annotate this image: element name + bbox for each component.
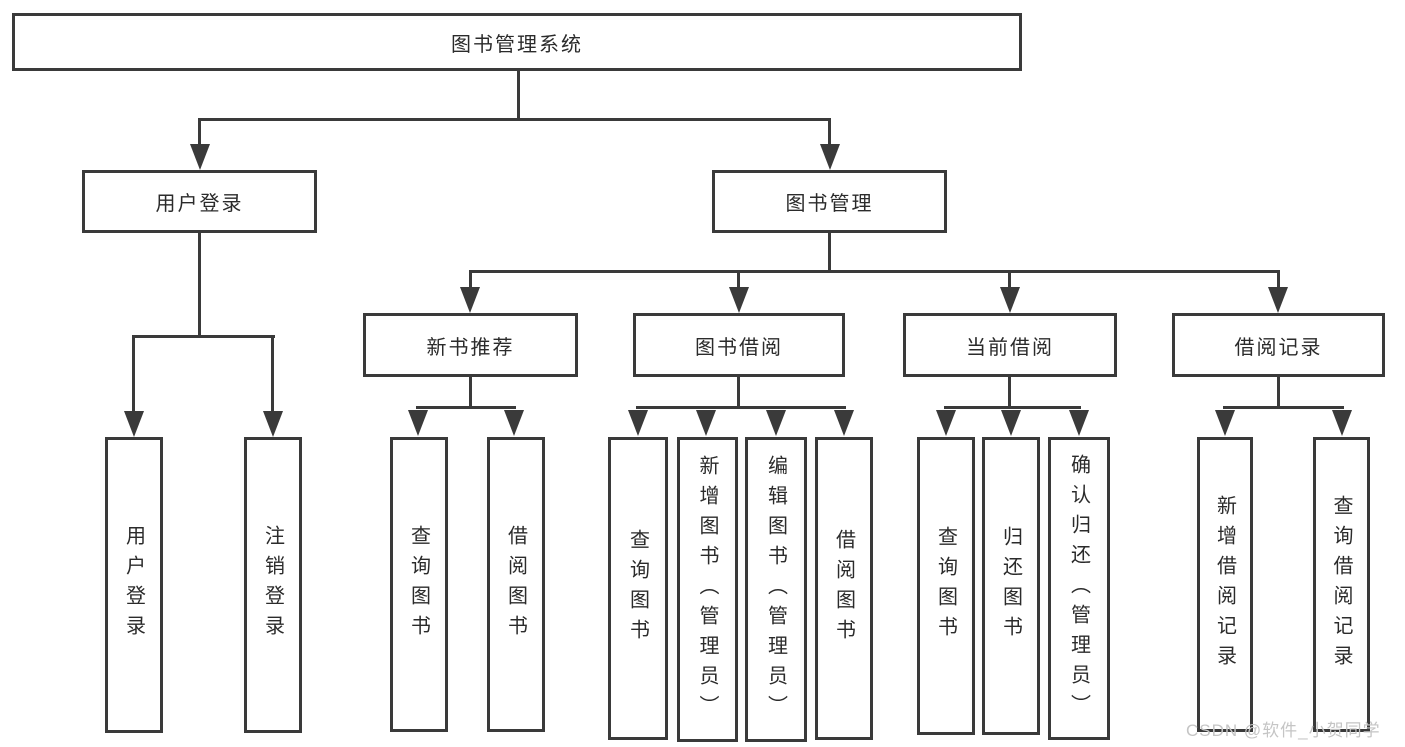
arrow-down-icon	[628, 410, 648, 436]
connector-line	[416, 406, 516, 409]
leaf-label: 借阅图书	[832, 528, 855, 649]
leaf-borrow-books-recommend: 借阅图书	[487, 437, 545, 732]
node-label: 图书管理	[785, 193, 874, 215]
arrow-down-icon	[1000, 287, 1020, 313]
leaf-confirm-return-admin: 确认归还（管理员）	[1048, 437, 1110, 740]
leaf-label: 查询图书	[934, 526, 957, 646]
connector-line	[828, 118, 831, 148]
arrow-down-icon	[936, 410, 956, 436]
node-label: 图书借阅	[695, 336, 783, 359]
watermark: CSDN @软件_小贺同学	[1186, 721, 1381, 740]
arrow-down-icon	[124, 411, 144, 437]
connector-line	[469, 377, 472, 409]
connector-line	[1277, 377, 1280, 409]
arrow-down-icon	[834, 410, 854, 436]
node-library-management-system: 图书管理系统	[12, 13, 1022, 71]
node-user-login: 用户登录	[82, 170, 317, 233]
arrow-down-icon	[504, 410, 524, 436]
leaf-add-books-admin: 新增图书（管理员）	[677, 437, 738, 742]
arrow-down-icon	[820, 144, 840, 170]
leaf-add-borrow-record: 新增借阅记录	[1197, 437, 1253, 732]
leaf-query-books-current: 查询图书	[917, 437, 975, 735]
connector-line	[517, 70, 520, 118]
arrow-down-icon	[696, 410, 716, 436]
leaf-label: 查询图书	[407, 524, 430, 645]
leaf-query-borrow-record: 查询借阅记录	[1313, 437, 1370, 732]
connector-line	[737, 270, 740, 287]
leaf-user-login: 用户登录	[105, 437, 163, 733]
connector-line	[198, 233, 201, 335]
leaf-label: 编辑图书（管理员）	[764, 454, 787, 725]
leaf-query-books-borrowing: 查询图书	[608, 437, 668, 740]
node-label: 新书推荐	[426, 336, 515, 359]
arrow-down-icon	[190, 144, 210, 170]
connector-line	[469, 270, 1280, 273]
connector-line	[1223, 406, 1344, 409]
connector-line	[944, 406, 1081, 409]
connector-line	[828, 233, 831, 273]
arrow-down-icon	[263, 411, 283, 437]
leaf-label: 用户登录	[122, 525, 145, 645]
node-label: 借阅记录	[1234, 336, 1323, 359]
leaf-label: 新增图书（管理员）	[696, 454, 718, 725]
arrow-down-icon	[1215, 410, 1235, 436]
arrow-down-icon	[766, 410, 786, 436]
connector-line	[271, 335, 274, 411]
leaf-label: 借阅图书	[504, 524, 527, 645]
leaf-label: 查询图书	[626, 528, 649, 649]
connector-line	[198, 118, 201, 148]
leaf-label: 查询借阅记录	[1330, 494, 1352, 675]
node-new-book-recommend: 新书推荐	[363, 313, 578, 377]
node-label: 图书管理系统	[451, 33, 583, 56]
node-current-borrowing: 当前借阅	[903, 313, 1117, 377]
node-book-management: 图书管理	[712, 170, 947, 233]
leaf-label: 注销登录	[261, 525, 284, 645]
connector-line	[1008, 377, 1011, 409]
connector-line	[132, 335, 135, 411]
arrow-down-icon	[1069, 410, 1089, 436]
leaf-label: 归还图书	[999, 526, 1022, 646]
arrow-down-icon	[729, 287, 749, 313]
connector-line	[469, 270, 472, 287]
leaf-label: 新增借阅记录	[1213, 494, 1236, 675]
leaf-label: 确认归还（管理员）	[1067, 453, 1090, 724]
leaf-edit-books-admin: 编辑图书（管理员）	[745, 437, 807, 742]
node-borrowing-records: 借阅记录	[1172, 313, 1385, 377]
connector-line	[737, 377, 740, 409]
connector-line	[1008, 270, 1011, 287]
arrow-down-icon	[408, 410, 428, 436]
node-book-borrowing: 图书借阅	[633, 313, 845, 377]
leaf-logout: 注销登录	[244, 437, 302, 733]
connector-line	[132, 335, 275, 338]
node-label: 当前借阅	[966, 336, 1054, 359]
arrow-down-icon	[1268, 287, 1288, 313]
leaf-return-books: 归还图书	[982, 437, 1040, 735]
connector-line	[198, 118, 831, 121]
leaf-query-books-recommend: 查询图书	[390, 437, 448, 732]
connector-line	[1277, 270, 1280, 287]
arrow-down-icon	[1001, 410, 1021, 436]
leaf-borrow-books: 借阅图书	[815, 437, 873, 740]
arrow-down-icon	[1332, 410, 1352, 436]
node-label: 用户登录	[155, 193, 244, 215]
arrow-down-icon	[460, 287, 480, 313]
connector-line	[636, 406, 846, 409]
